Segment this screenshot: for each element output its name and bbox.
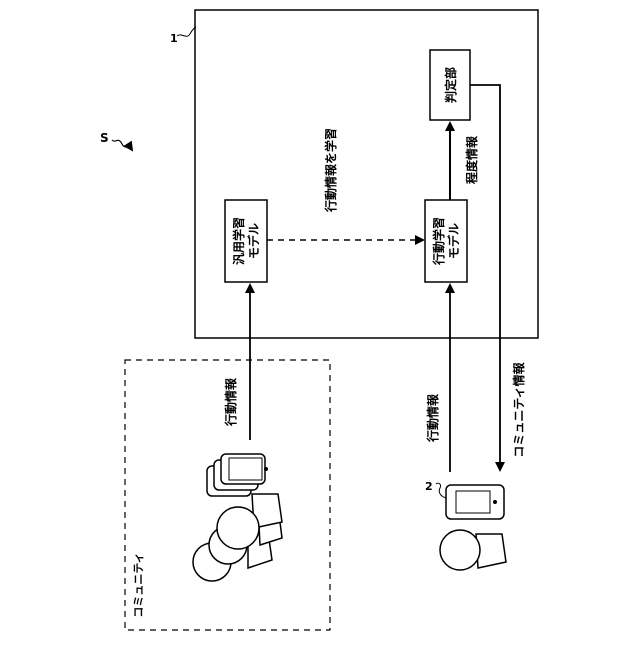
- behavior-model-label-2: モデル: [446, 223, 461, 259]
- learn-behavior-label: 行動情報を学習: [323, 128, 338, 213]
- community-label: コミュニティ: [132, 552, 145, 617]
- terminal-ref-leader: [436, 483, 446, 498]
- system-ref-leader: [112, 140, 132, 150]
- community-phones-icon: [207, 454, 268, 496]
- system-ref-label: S: [100, 131, 109, 145]
- user-phone-icon: [446, 485, 504, 519]
- judgment-unit-label: 判定部: [443, 67, 458, 103]
- user-person-icon: [440, 530, 506, 570]
- terminal-ref-label: 2: [425, 480, 433, 493]
- community-people-icon: [193, 494, 282, 581]
- behavior-model-label-1: 行動学習: [431, 217, 446, 266]
- degree-info-label: 程度情報: [464, 135, 479, 184]
- user-behavior-label: 行動情報: [425, 393, 440, 443]
- server-ref-leader: [177, 27, 196, 36]
- community-info-label: コミュニティ情報: [511, 361, 526, 457]
- general-model-label-2: モデル: [246, 223, 261, 259]
- server-box: [195, 10, 538, 338]
- community-behavior-label: 行動情報: [223, 377, 238, 427]
- server-ref-label: 1: [170, 32, 178, 45]
- general-model-label-1: 汎用学習: [231, 217, 246, 265]
